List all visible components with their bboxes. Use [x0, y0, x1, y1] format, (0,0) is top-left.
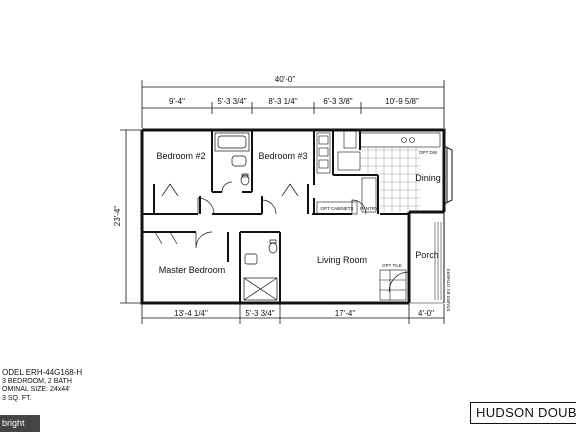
plan-title: HUDSON DOUB — [470, 402, 576, 424]
tile-grid — [360, 147, 420, 212]
top-dim-3: 8'-3 1/4" — [268, 97, 297, 106]
top-segment-dimensions — [142, 102, 444, 114]
room-bedroom-2: Bedroom #2 — [156, 151, 205, 161]
top-dim-1: 9'-4" — [169, 97, 185, 106]
top-overall-dimension — [141, 80, 445, 128]
watermark-badge: bright — [0, 415, 40, 432]
opt-cabinets-box — [316, 201, 358, 215]
room-living: Living Room — [317, 255, 367, 265]
door-swings — [154, 181, 410, 293]
bottom-dim-3: 17'-4" — [335, 309, 356, 318]
room-bedroom-3: Bedroom #3 — [258, 151, 307, 161]
bath-1-fixtures — [214, 132, 250, 186]
room-master-bedroom: Master Bedroom — [159, 265, 226, 275]
room-porch: Porch — [415, 250, 439, 260]
bath-2-fixtures — [243, 239, 278, 301]
overall-width-label: 40'-0" — [275, 75, 296, 84]
label-opt-tile: OPT TILE — [382, 263, 402, 268]
label-opt-cabinets: OPT CABINETS — [321, 206, 354, 211]
dining-bay-window — [443, 145, 453, 205]
left-dimension — [120, 129, 142, 304]
model-line-2: 3 BEDROOM, 2 BATH — [2, 377, 72, 385]
top-dim-2: 5'-3 3/4" — [217, 97, 246, 106]
room-dining: Dining — [415, 173, 441, 183]
entry-tile — [379, 269, 407, 301]
bottom-dim-1: 13'-4 1/4" — [174, 309, 208, 318]
label-stairs: STAIRS BY OTHERS — [446, 268, 451, 311]
bottom-dim-4: 4'-0" — [418, 309, 434, 318]
model-info: ODEL ERH-44G168-H 3 BEDROOM, 2 BATH OMIN… — [0, 369, 112, 403]
overall-depth-label: 23'-4" — [113, 206, 122, 227]
model-line-4: 3 SQ. FT. — [2, 394, 32, 402]
top-dim-5: 10'-9 5/8" — [385, 97, 419, 106]
pantry-box — [361, 177, 377, 213]
bottom-dim-2: 5'-3 3/4" — [245, 309, 274, 318]
porch-stairs — [409, 212, 445, 304]
model-line-3: OMINAL SIZE: 24x44' — [2, 386, 71, 394]
top-dim-4: 6'-3 3/8" — [323, 97, 352, 106]
label-opt-dw: OPT DW — [419, 150, 438, 155]
label-pantry: PANTRY — [360, 206, 378, 211]
bottom-dimensions — [141, 304, 445, 324]
model-line-1: ODEL ERH-44G168-H — [2, 369, 83, 377]
